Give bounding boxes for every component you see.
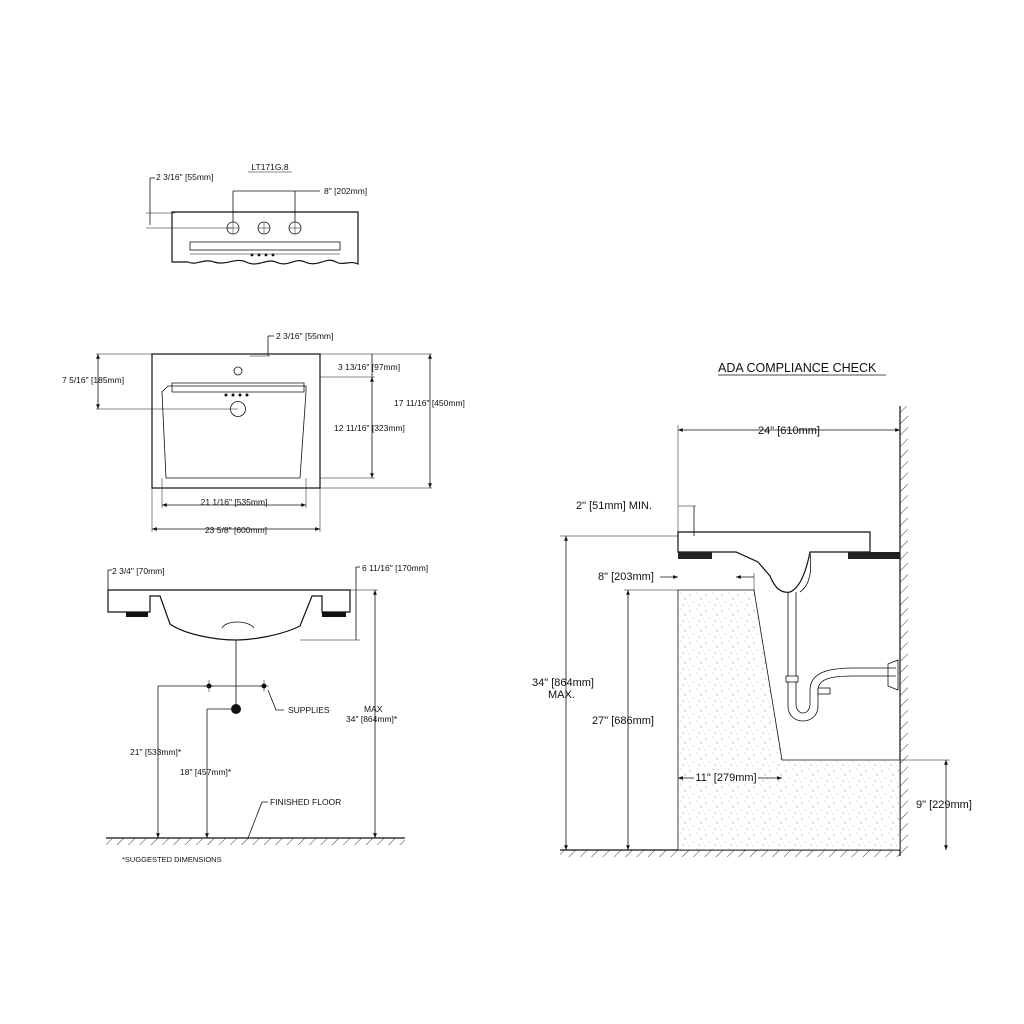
suggested-dimensions-note: *SUGGESTED DIMENSIONS — [122, 855, 222, 864]
ada-edge-dim: 2" [51mm] MIN. — [576, 500, 652, 512]
side-max-label: MAX — [364, 704, 383, 714]
top-spread-dim: 8" [202mm] — [324, 186, 367, 196]
ada-rim-height-max: MAX. — [548, 689, 575, 701]
side-supply-height-dim: 21" [533mm]* — [130, 747, 182, 757]
supplies-label: SUPPLIES — [288, 705, 330, 715]
ada-rim-height-dim: 34" [864mm] — [532, 677, 594, 689]
plan-depth-dim: 17 11/16" [450mm] — [394, 398, 465, 408]
ada-knee-height-dim: 27" [686mm] — [592, 715, 654, 727]
plan-bowl-depth-dim: 12 11/16" [323mm] — [334, 423, 405, 433]
plan-offset-dim: 2 3/16" [55mm] — [276, 331, 333, 341]
plan-bowl-width-dim: 21 1/16" [535mm] — [201, 497, 268, 507]
side-drain-height-dim: 18" [457mm]* — [180, 767, 232, 777]
p-trap-icon — [785, 592, 899, 722]
top-view: LT171G.8 2 3/16" [55mm] 8" [202mm] — [146, 162, 367, 265]
side-deck-dim: 2 3/4" [70mm] — [112, 566, 165, 576]
ada-toe-depth-dim: 11" [279mm] — [695, 772, 756, 784]
side-max-height-dim: 34" [864mm]* — [346, 714, 398, 724]
ada-title: ADA COMPLIANCE CHECK — [718, 361, 877, 375]
model-label: LT171G.8 — [251, 162, 288, 172]
side-view: 2 3/4" [70mm] 6 11/16" [170mm] SUPPLIES … — [106, 563, 428, 864]
ada-knee-depth-dim: 8" [203mm] — [598, 571, 654, 583]
ada-toe-height-dim: 9" [229mm] — [916, 799, 972, 811]
ada-width-dim: 24" [610mm] — [758, 425, 820, 437]
ada-view: ADA COMPLIANCE CHECK 24" [610mm] 2" [51m… — [532, 361, 972, 857]
finished-floor-label: FINISHED FLOOR — [270, 797, 341, 807]
plan-overall-width-dim: 23 5/8" [600mm] — [205, 525, 267, 535]
plan-left-dim: 7 5/16" [185mm] — [62, 375, 124, 385]
plan-front-to-drain-dim: 3 13/16" [97mm] — [338, 362, 400, 372]
side-height-dim: 6 11/16" [170mm] — [362, 563, 428, 573]
plan-view: 2 3/16" [55mm] 7 5/16" [185mm] 3 13/16" … — [62, 331, 465, 535]
top-offset-dim: 2 3/16" [55mm] — [156, 172, 213, 182]
